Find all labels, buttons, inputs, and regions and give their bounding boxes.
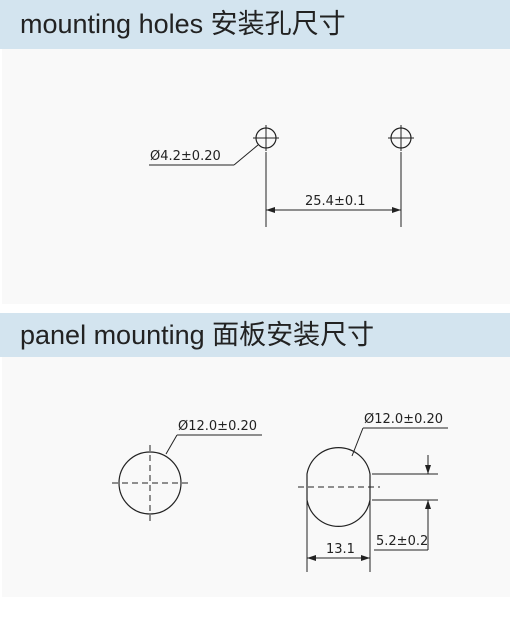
section-header-mounting-holes: mounting holes 安装孔尺寸 — [0, 0, 510, 49]
flat-cutout-label: Ø12.0±0.20 — [364, 412, 443, 427]
round-cutout — [112, 445, 188, 521]
section-title: mounting holes 安装孔尺寸 — [20, 9, 346, 39]
mounting-hole-right — [388, 125, 414, 151]
flat-offset-label: 5.2±0.2 — [376, 534, 428, 549]
mounting-holes-panel — [2, 49, 510, 304]
panel-mounting-panel — [2, 357, 510, 597]
mounting-hole-left — [253, 125, 279, 151]
flat-width-dimension — [307, 555, 370, 561]
section-header-panel-mounting: panel mounting 面板安装尺寸 — [0, 313, 510, 357]
flat-width-label: 13.1 — [326, 542, 355, 557]
flat-cutout — [298, 447, 380, 527]
flat-offset-dimension — [374, 455, 431, 551]
bottom-margin — [0, 597, 510, 622]
hole-diameter-label: Ø4.2±0.20 — [150, 149, 221, 164]
section-title: panel mounting 面板安装尺寸 — [20, 319, 375, 350]
hole-spacing-label: 25.4±0.1 — [305, 194, 366, 209]
round-cutout-label: Ø12.0±0.20 — [178, 419, 257, 434]
flat-cutout-leader — [351, 427, 448, 457]
round-cutout-leader — [165, 434, 262, 455]
hole-diameter-leader — [149, 144, 259, 166]
hole-spacing-dimension — [266, 207, 401, 213]
